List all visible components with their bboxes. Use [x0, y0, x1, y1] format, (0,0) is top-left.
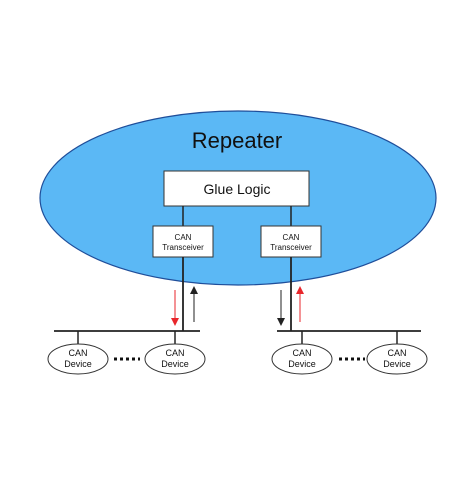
device-4-line2: Device: [383, 359, 411, 369]
device-3-line1: CAN: [292, 348, 311, 358]
device-2-ellipse: [144, 343, 206, 375]
device-1-line2: Device: [64, 359, 92, 369]
device-2-line1: CAN: [165, 348, 184, 358]
transceiver-left-line1: CAN: [175, 233, 192, 242]
transceiver-left-line2: Transceiver: [162, 243, 204, 252]
glue-logic-label: Glue Logic: [204, 181, 271, 197]
glue-logic-box: [163, 170, 310, 207]
device-3-ellipse: [271, 343, 333, 375]
transceiver-right-line2: Transceiver: [270, 243, 312, 252]
repeater-label: Repeater: [192, 128, 283, 153]
device-1-line1: CAN: [68, 348, 87, 358]
device-1-ellipse: [47, 343, 109, 375]
transceiver-right-line1: CAN: [283, 233, 300, 242]
device-4-line1: CAN: [387, 348, 406, 358]
device-3-line2: Device: [288, 359, 316, 369]
device-2-line2: Device: [161, 359, 189, 369]
device-4-ellipse: [366, 343, 428, 375]
transceiver-right-box: [260, 225, 322, 258]
